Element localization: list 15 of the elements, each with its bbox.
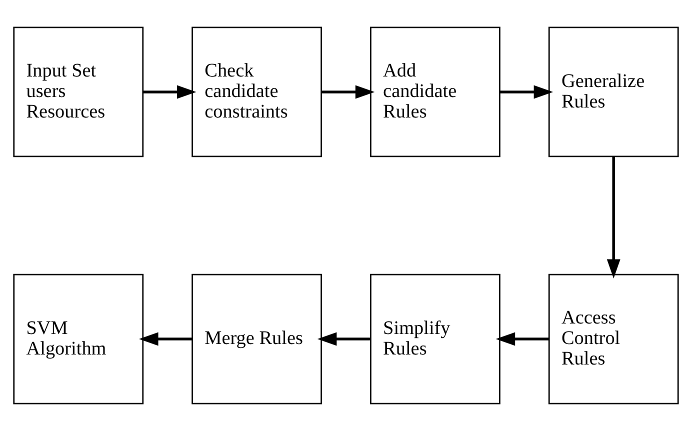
arrow	[139, 332, 192, 346]
arrow	[500, 84, 554, 98]
node-box: Generalize Rules	[548, 26, 679, 157]
arrow	[143, 84, 196, 98]
node-box: Access Control Rules	[548, 273, 679, 404]
node-box: SVM Algorithm	[13, 273, 144, 404]
node-box: Check candidate constraints	[192, 26, 322, 157]
arrow	[317, 332, 370, 346]
node-box: Add candidate Rules	[370, 26, 500, 157]
arrow	[322, 84, 375, 98]
node-box: Input Set users Resources	[13, 26, 144, 157]
node-box: Simplify Rules	[370, 273, 500, 404]
arrow	[606, 156, 620, 278]
node-box: Merge Rules	[192, 273, 322, 404]
arrow	[496, 332, 549, 346]
